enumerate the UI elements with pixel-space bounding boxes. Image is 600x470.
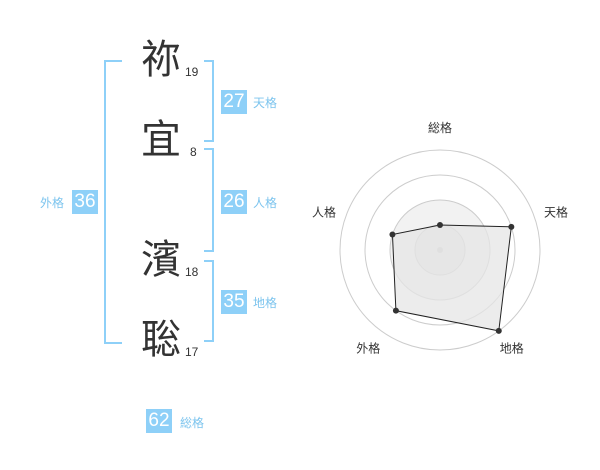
radar-point-2 xyxy=(508,223,515,230)
stroke-count-2: 8 xyxy=(190,145,197,159)
chikaku-value: 35 xyxy=(221,290,247,314)
gaikaku-label: 外格 xyxy=(40,196,65,210)
stroke-count-4: 17 xyxy=(185,345,199,359)
stroke-count-1: 19 xyxy=(185,65,199,79)
radar-axis-label-3: 地格 xyxy=(500,341,524,356)
tenkaku-label: 天格 xyxy=(253,96,278,110)
jinkaku-bracket xyxy=(204,148,214,252)
radar-axis-label-5: 人格 xyxy=(312,204,336,219)
kanji-2: 宜 xyxy=(141,117,181,163)
radar-point-5 xyxy=(389,231,396,238)
radar-axis-label-2: 天格 xyxy=(544,204,568,219)
chikaku-label: 地格 xyxy=(253,296,278,310)
tenkaku-bracket xyxy=(204,60,214,142)
stroke-count-3: 18 xyxy=(185,265,199,279)
jinkaku-value: 26 xyxy=(221,190,247,214)
radar-point-1 xyxy=(437,222,443,228)
tenkaku-value: 27 xyxy=(221,90,247,114)
radar-point-4 xyxy=(392,307,399,314)
radar-axis-label-4: 外格 xyxy=(356,341,380,356)
chikaku-bracket xyxy=(204,260,214,342)
radar-axis-label-1: 総格 xyxy=(428,120,452,135)
gaikaku-value: 36 xyxy=(72,190,98,214)
jinkaku-label: 人格 xyxy=(253,196,278,210)
outer-bracket xyxy=(104,60,122,344)
kanji-3: 濱 xyxy=(141,237,181,283)
kanji-1: 祢 xyxy=(141,37,181,83)
kanji-4: 聡 xyxy=(141,317,181,363)
radar-point-3 xyxy=(495,327,502,334)
radar-data-polygon xyxy=(391,224,512,332)
soukaku-label: 総格 xyxy=(180,416,205,430)
soukaku-value: 62 xyxy=(146,409,172,433)
